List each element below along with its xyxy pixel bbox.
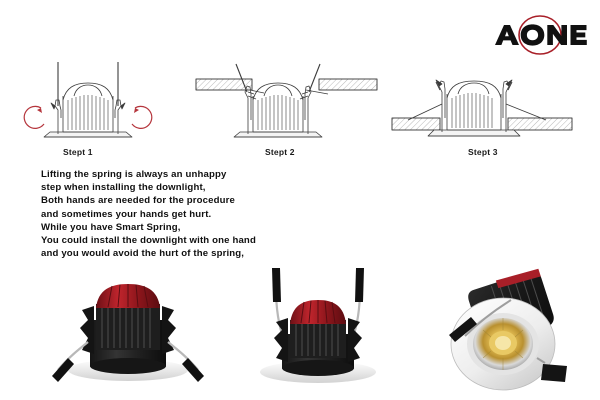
description-line: step when installing the downlight, [41,182,206,194]
product-photo-2 [228,258,408,400]
description-line: Both hands are needed for the procedure [41,195,236,207]
rotation-arrow-left-icon [23,105,45,129]
spring-arm-right [536,357,567,382]
description-line: and you would avoid the hurt of the spri… [41,248,245,260]
aone-logo-icon [495,15,587,55]
product-photos [0,258,600,400]
step-label-3: Stept 3 [468,147,498,157]
spring-arm-left [449,299,512,342]
spring-arm-right [167,341,204,382]
spring-bracket-left [80,306,94,354]
step-diagrams [0,48,600,148]
description-text: Lifting the spring is always an unhappy … [41,168,371,260]
product-photo-3 [415,258,595,400]
rotation-arrow-right-icon [131,105,153,129]
spring-arm-left [52,341,89,382]
step-1-diagram [8,48,208,148]
product-photo-1 [38,258,218,400]
brand-logo [490,12,590,60]
step-2-diagram [192,48,392,148]
spring-bracket-right [348,318,362,362]
description-line: While you have Smart Spring, [41,221,181,233]
description-line: You could install the downlight with one… [41,235,256,247]
spring-bracket-left [274,318,288,362]
step-3-diagram [390,48,590,148]
description-line: Lifting the spring is always an unhappy [41,169,227,180]
description-line: and sometimes your hands get hurt. [41,208,212,220]
spring-bracket-right [162,306,176,354]
step-label-1: Stept 1 [63,147,93,157]
step-label-2: Stept 2 [265,147,295,157]
red-accent [495,268,541,289]
logo-ring-icon [518,15,562,55]
logo-wordmark [495,24,587,46]
